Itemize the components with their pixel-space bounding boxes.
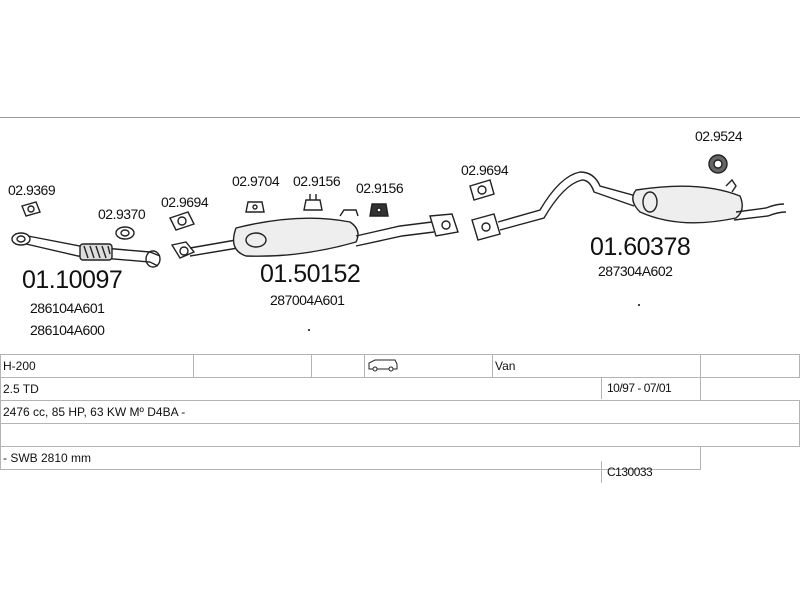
middle-oe-number-1: 287004A601 <box>270 292 345 308</box>
gasket-pipe-shape <box>115 226 135 240</box>
spec-wheelbase: - SWB 2810 mm <box>0 446 701 470</box>
spec-row-model: H-200 Van <box>0 354 800 378</box>
spec-empty-cell <box>0 423 800 447</box>
van-icon <box>368 359 398 371</box>
rear-assembly-number: 01.60378 <box>590 233 691 261</box>
spec-right-divider <box>601 461 602 483</box>
spec-right-divider <box>601 377 602 399</box>
part-label-gasket-front: 02.9369 <box>8 182 56 198</box>
spec-period: 10/97 - 07/01 <box>607 381 672 395</box>
part-label-gasket-pipe: 02.9370 <box>98 206 146 222</box>
part-label-hanger-mid1: 02.9704 <box>232 173 280 189</box>
front-pipe <box>11 232 161 268</box>
spec-van-icon-cell <box>364 354 493 378</box>
spec-row-wheelbase: - SWB 2810 mm <box>0 446 800 470</box>
gasket-front-shape <box>21 201 41 217</box>
spec-empty-cell <box>193 354 312 378</box>
spec-engine: 2.5 TD <box>0 377 701 401</box>
part-label-gasket-flange2: 02.9694 <box>461 162 509 178</box>
part-label-hanger-rear: 02.9524 <box>695 128 743 144</box>
spec-body: Van <box>492 354 701 378</box>
middle-assembly-number: 01.50152 <box>260 260 361 288</box>
part-label-hanger-mid3: 02.9156 <box>356 180 404 196</box>
rear-oe-number-1: 287304A602 <box>598 263 673 279</box>
front-oe-number-1: 286104A601 <box>30 300 105 316</box>
rear-silencer <box>471 171 787 241</box>
vehicle-spec-table: H-200 Van 2.5 TD 2476 cc, 85 HP, 63 KW M… <box>0 354 800 470</box>
top-frame-line <box>0 117 800 118</box>
spec-engine-detail: 2476 cc, 85 HP, 63 KW Mº D4BA - <box>0 400 800 424</box>
part-label-gasket-flange1: 02.9694 <box>161 194 209 210</box>
front-oe-number-2: 286104A600 <box>30 322 105 338</box>
rear-note-dot <box>638 304 640 306</box>
spec-row-engine: 2.5 TD <box>0 377 800 401</box>
spec-empty-cell <box>700 354 800 378</box>
spec-row-engine-detail: 2476 cc, 85 HP, 63 KW Mº D4BA - <box>0 400 800 424</box>
hanger-mid3-shape <box>369 203 389 217</box>
hanger-mid2-shape <box>303 194 323 211</box>
middle-note-dot <box>308 329 310 331</box>
front-assembly-number: 01.10097 <box>22 266 123 294</box>
part-label-hanger-mid2: 02.9156 <box>293 173 341 189</box>
hanger-rear-shape <box>708 154 728 174</box>
gasket-flange2-shape <box>469 179 495 201</box>
gasket-flange1-shape <box>169 211 195 231</box>
hanger-mid1-shape <box>245 201 265 213</box>
middle-silencer <box>170 209 459 259</box>
spec-row-blank <box>0 423 800 447</box>
spec-empty-cell <box>311 354 365 378</box>
spec-code: C130033 <box>607 465 653 479</box>
spec-model: H-200 <box>0 354 194 378</box>
exhaust-diagram <box>11 154 787 268</box>
